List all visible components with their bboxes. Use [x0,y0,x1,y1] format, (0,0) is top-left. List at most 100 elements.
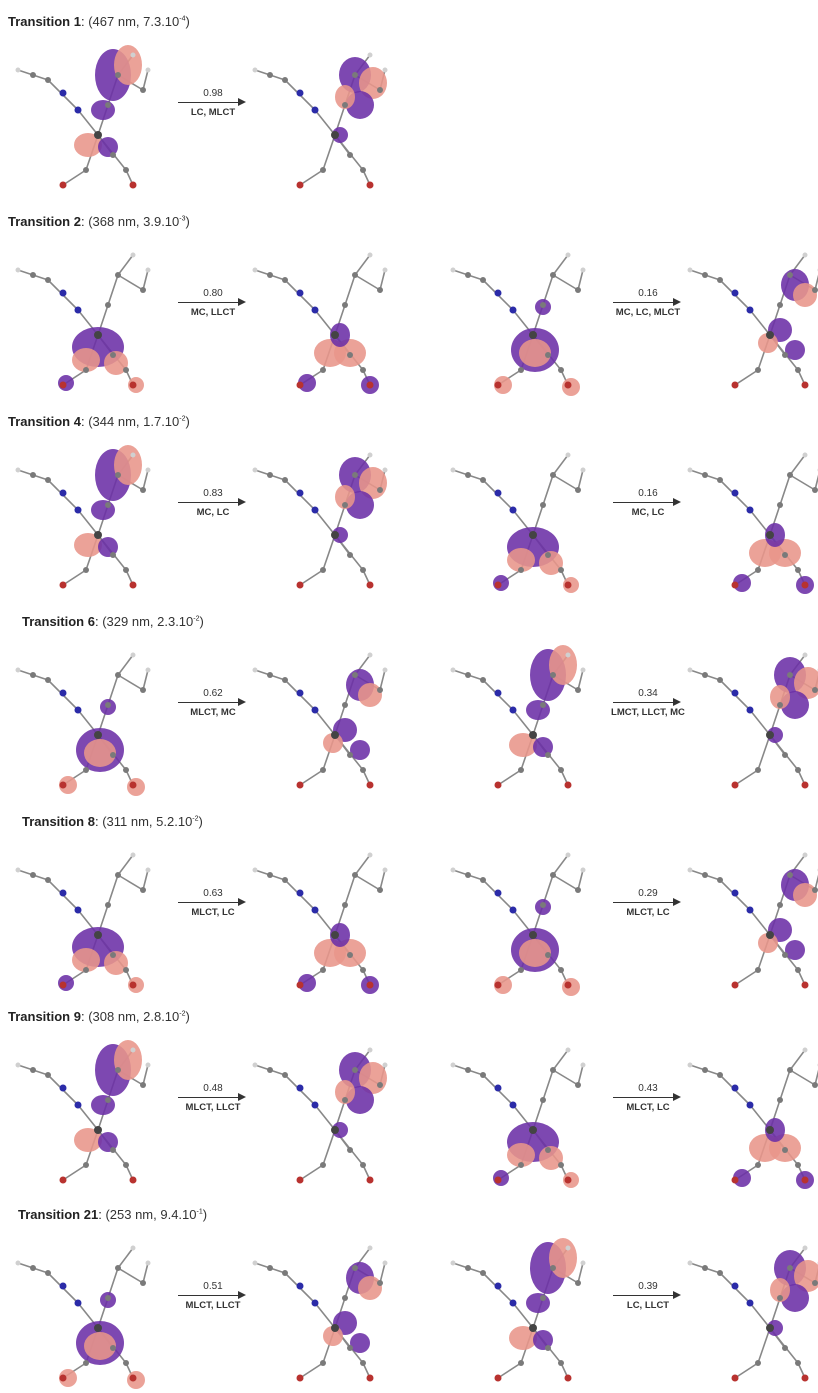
atom [731,1084,739,1092]
atom [377,87,383,93]
atom [509,1101,517,1109]
atom [802,652,808,658]
virtual-orbital-image [687,852,818,989]
atom [367,1245,373,1251]
atom [550,872,556,878]
orbital-lobe [104,951,128,975]
atom [331,1324,339,1332]
atom [529,331,537,339]
atom [465,272,471,278]
atom [115,472,121,478]
atom [558,767,564,773]
atom [377,887,383,893]
transition-params-close: ) [185,214,190,229]
arrow-head-icon [238,98,246,106]
atom [450,667,456,673]
atom [347,152,353,158]
atom [282,77,288,83]
occupied-orbital-image [450,452,586,593]
arrow-line [178,302,240,303]
atom [717,477,723,483]
atom [105,302,111,308]
orbital-lobe [127,1371,145,1389]
atom [480,477,486,483]
atom [795,767,801,773]
atom [267,1067,273,1073]
atom [145,667,151,673]
transition-params: (253 nm, 9.4.10 [105,1207,197,1222]
atom [282,477,288,483]
atom [377,487,383,493]
atom [545,752,551,758]
atom [140,1280,146,1286]
atom [267,272,273,278]
transition-params: (308 nm, 2.8.10 [88,1009,180,1024]
transition-params: (467 nm, 7.3.10 [88,14,180,29]
arrow-head-icon [673,1291,681,1299]
atom [494,889,502,897]
atom [494,1084,502,1092]
orbital-lobe [767,727,783,743]
transition-title: Transition 2: (368 nm, 3.9.10-3) [8,214,190,229]
arrow-line [613,302,675,303]
orbital-lobe [526,700,550,720]
atom [123,567,129,573]
atom [802,1245,808,1251]
atom [130,252,136,258]
excitation-coefficient: 0.39 [638,1281,658,1292]
atom [59,289,67,297]
atom [550,1067,556,1073]
orbital-lobe [507,548,535,572]
atom [105,902,111,908]
atom [494,289,502,297]
orbital-lobe [794,667,818,699]
atom [74,306,82,314]
atom [564,781,572,789]
atom [331,731,339,739]
atom [802,852,808,858]
atom [94,331,102,339]
transition-character: MC, LC [631,507,665,518]
atom [105,702,111,708]
orbital-lobe [335,485,355,509]
occupied-orbital-image [15,1245,151,1389]
atom [59,89,67,97]
atom [45,1072,51,1078]
atom [494,381,502,389]
atom [59,181,67,189]
atom [129,1374,137,1382]
atom [110,1345,116,1351]
atom [105,502,111,508]
orbital-lobe [323,733,343,753]
virtual-orbital-image [252,652,388,789]
transition-label: Transition 9 [8,1009,81,1024]
atom [267,1265,273,1271]
orbital-lobe [770,685,790,709]
atom [15,867,21,873]
atom [494,1176,502,1184]
oscillator-exponent: -4 [179,15,186,23]
virtual-orbital-image [252,52,388,189]
orbital-lobe [114,1040,142,1080]
atom [83,767,89,773]
arrow-line [178,702,240,703]
orbital-lobe [758,333,778,353]
atom [731,781,739,789]
atom [782,352,788,358]
transition-title: Transition 6: (329 nm, 2.3.10-2) [22,614,204,629]
atom [59,489,67,497]
atom [311,706,319,714]
orbital-lobe [350,740,370,760]
atom [83,567,89,573]
transition-character: LC, LLCT [626,1300,670,1311]
atom [140,87,146,93]
atom [529,1324,537,1332]
atom [717,677,723,683]
atom [115,672,121,678]
atom [518,767,524,773]
atom [45,477,51,483]
